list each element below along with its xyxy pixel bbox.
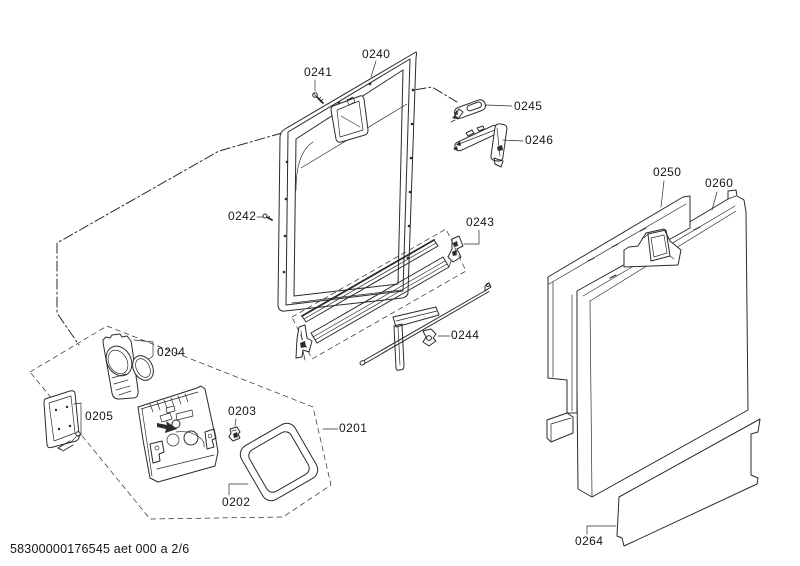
screw-0241 bbox=[312, 92, 324, 104]
part-label-0246: 0246 bbox=[525, 133, 554, 147]
part-label-0243: 0243 bbox=[466, 215, 495, 229]
part-label-0241: 0241 bbox=[304, 65, 333, 79]
leader-lines bbox=[73, 60, 718, 535]
hinge-foot bbox=[546, 412, 574, 443]
part-label-0250: 0250 bbox=[653, 165, 682, 179]
dispenser-cutout bbox=[330, 95, 369, 143]
inner-door-panel bbox=[277, 51, 417, 312]
rail-bracket-left bbox=[295, 324, 313, 361]
part-label-0260: 0260 bbox=[705, 176, 734, 190]
rod-clamp bbox=[422, 328, 437, 347]
part-label-0242: 0242 bbox=[228, 209, 257, 223]
part-label-0240: 0240 bbox=[362, 47, 391, 61]
rail-bracket-0243 bbox=[447, 235, 464, 268]
rod-0244 bbox=[359, 282, 492, 371]
detail-bubble bbox=[29, 325, 332, 520]
latch-part-0245 bbox=[450, 99, 487, 123]
latch-part-0246 bbox=[453, 123, 508, 168]
handle-cutout bbox=[623, 228, 682, 268]
part-label-0205: 0205 bbox=[85, 409, 114, 423]
screw-0242 bbox=[262, 213, 273, 221]
screw-holes bbox=[282, 82, 415, 274]
part-label-0202: 0202 bbox=[222, 495, 251, 509]
lid-0205 bbox=[43, 390, 81, 452]
part-label-0264: 0264 bbox=[575, 534, 604, 548]
gasket-0202 bbox=[239, 422, 319, 502]
part-label-0244: 0244 bbox=[451, 328, 480, 342]
part-label-0204: 0204 bbox=[157, 345, 186, 359]
part-label-0201: 0201 bbox=[339, 421, 368, 435]
outer-panel-0250 bbox=[546, 195, 691, 443]
dispenser-unit bbox=[137, 385, 219, 483]
part-label-0203: 0203 bbox=[228, 404, 257, 418]
part-label-0245: 0245 bbox=[514, 99, 543, 113]
clip-0203 bbox=[228, 426, 241, 442]
kick-panel-0264 bbox=[616, 418, 761, 547]
funnel-0204 bbox=[102, 333, 154, 400]
door-seal-rails bbox=[291, 228, 467, 361]
funnel-seal-ring bbox=[132, 355, 154, 381]
document-number: 58300000176545 aet 000 a 2/6 bbox=[10, 542, 190, 556]
